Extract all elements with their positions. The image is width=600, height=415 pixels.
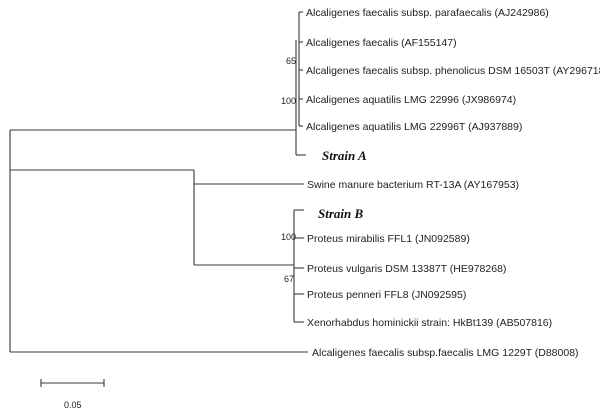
taxon-label: Xenorhabdus hominickii strain: HkBt139 (…	[307, 317, 552, 329]
taxon-label: Alcaligenes aquatilis LMG 22996 (JX98697…	[306, 94, 516, 106]
taxon-label: Alcaligenes faecalis subsp.faecalis LMG …	[312, 347, 579, 359]
strain-labels: Strain A Strain B	[318, 148, 367, 221]
bootstrap-value: 65	[286, 56, 296, 66]
taxon-label: Alcaligenes faecalis subsp. parafaecalis…	[306, 7, 549, 19]
taxon-label: Alcaligenes aquatilis LMG 22996T (AJ9378…	[306, 121, 522, 133]
taxon-label: Alcaligenes faecalis (AF155147)	[306, 37, 457, 49]
strain-b-label: Strain B	[318, 206, 363, 221]
bootstrap-value: 100	[281, 96, 296, 106]
bootstrap-values: 65 100 100 67	[281, 56, 296, 284]
strain-a-label: Strain A	[322, 148, 367, 163]
bootstrap-value: 100	[281, 232, 296, 242]
taxon-label: Proteus mirabilis FFL1 (JN092589)	[307, 233, 470, 245]
taxon-label: Proteus vulgaris DSM 13387T (HE978268)	[307, 263, 506, 275]
taxon-label: Swine manure bacterium RT-13A (AY167953)	[307, 179, 519, 191]
scale-bar: 0.05	[40, 379, 105, 410]
taxon-labels: Alcaligenes faecalis subsp. parafaecalis…	[306, 7, 600, 359]
scale-bar-label: 0.05	[64, 400, 82, 410]
taxon-label: Proteus penneri FFL8 (JN092595)	[307, 289, 466, 301]
tree-branches	[9, 11, 308, 353]
taxon-label: Alcaligenes faecalis subsp. phenolicus D…	[306, 65, 600, 77]
bootstrap-value: 67	[284, 274, 294, 284]
